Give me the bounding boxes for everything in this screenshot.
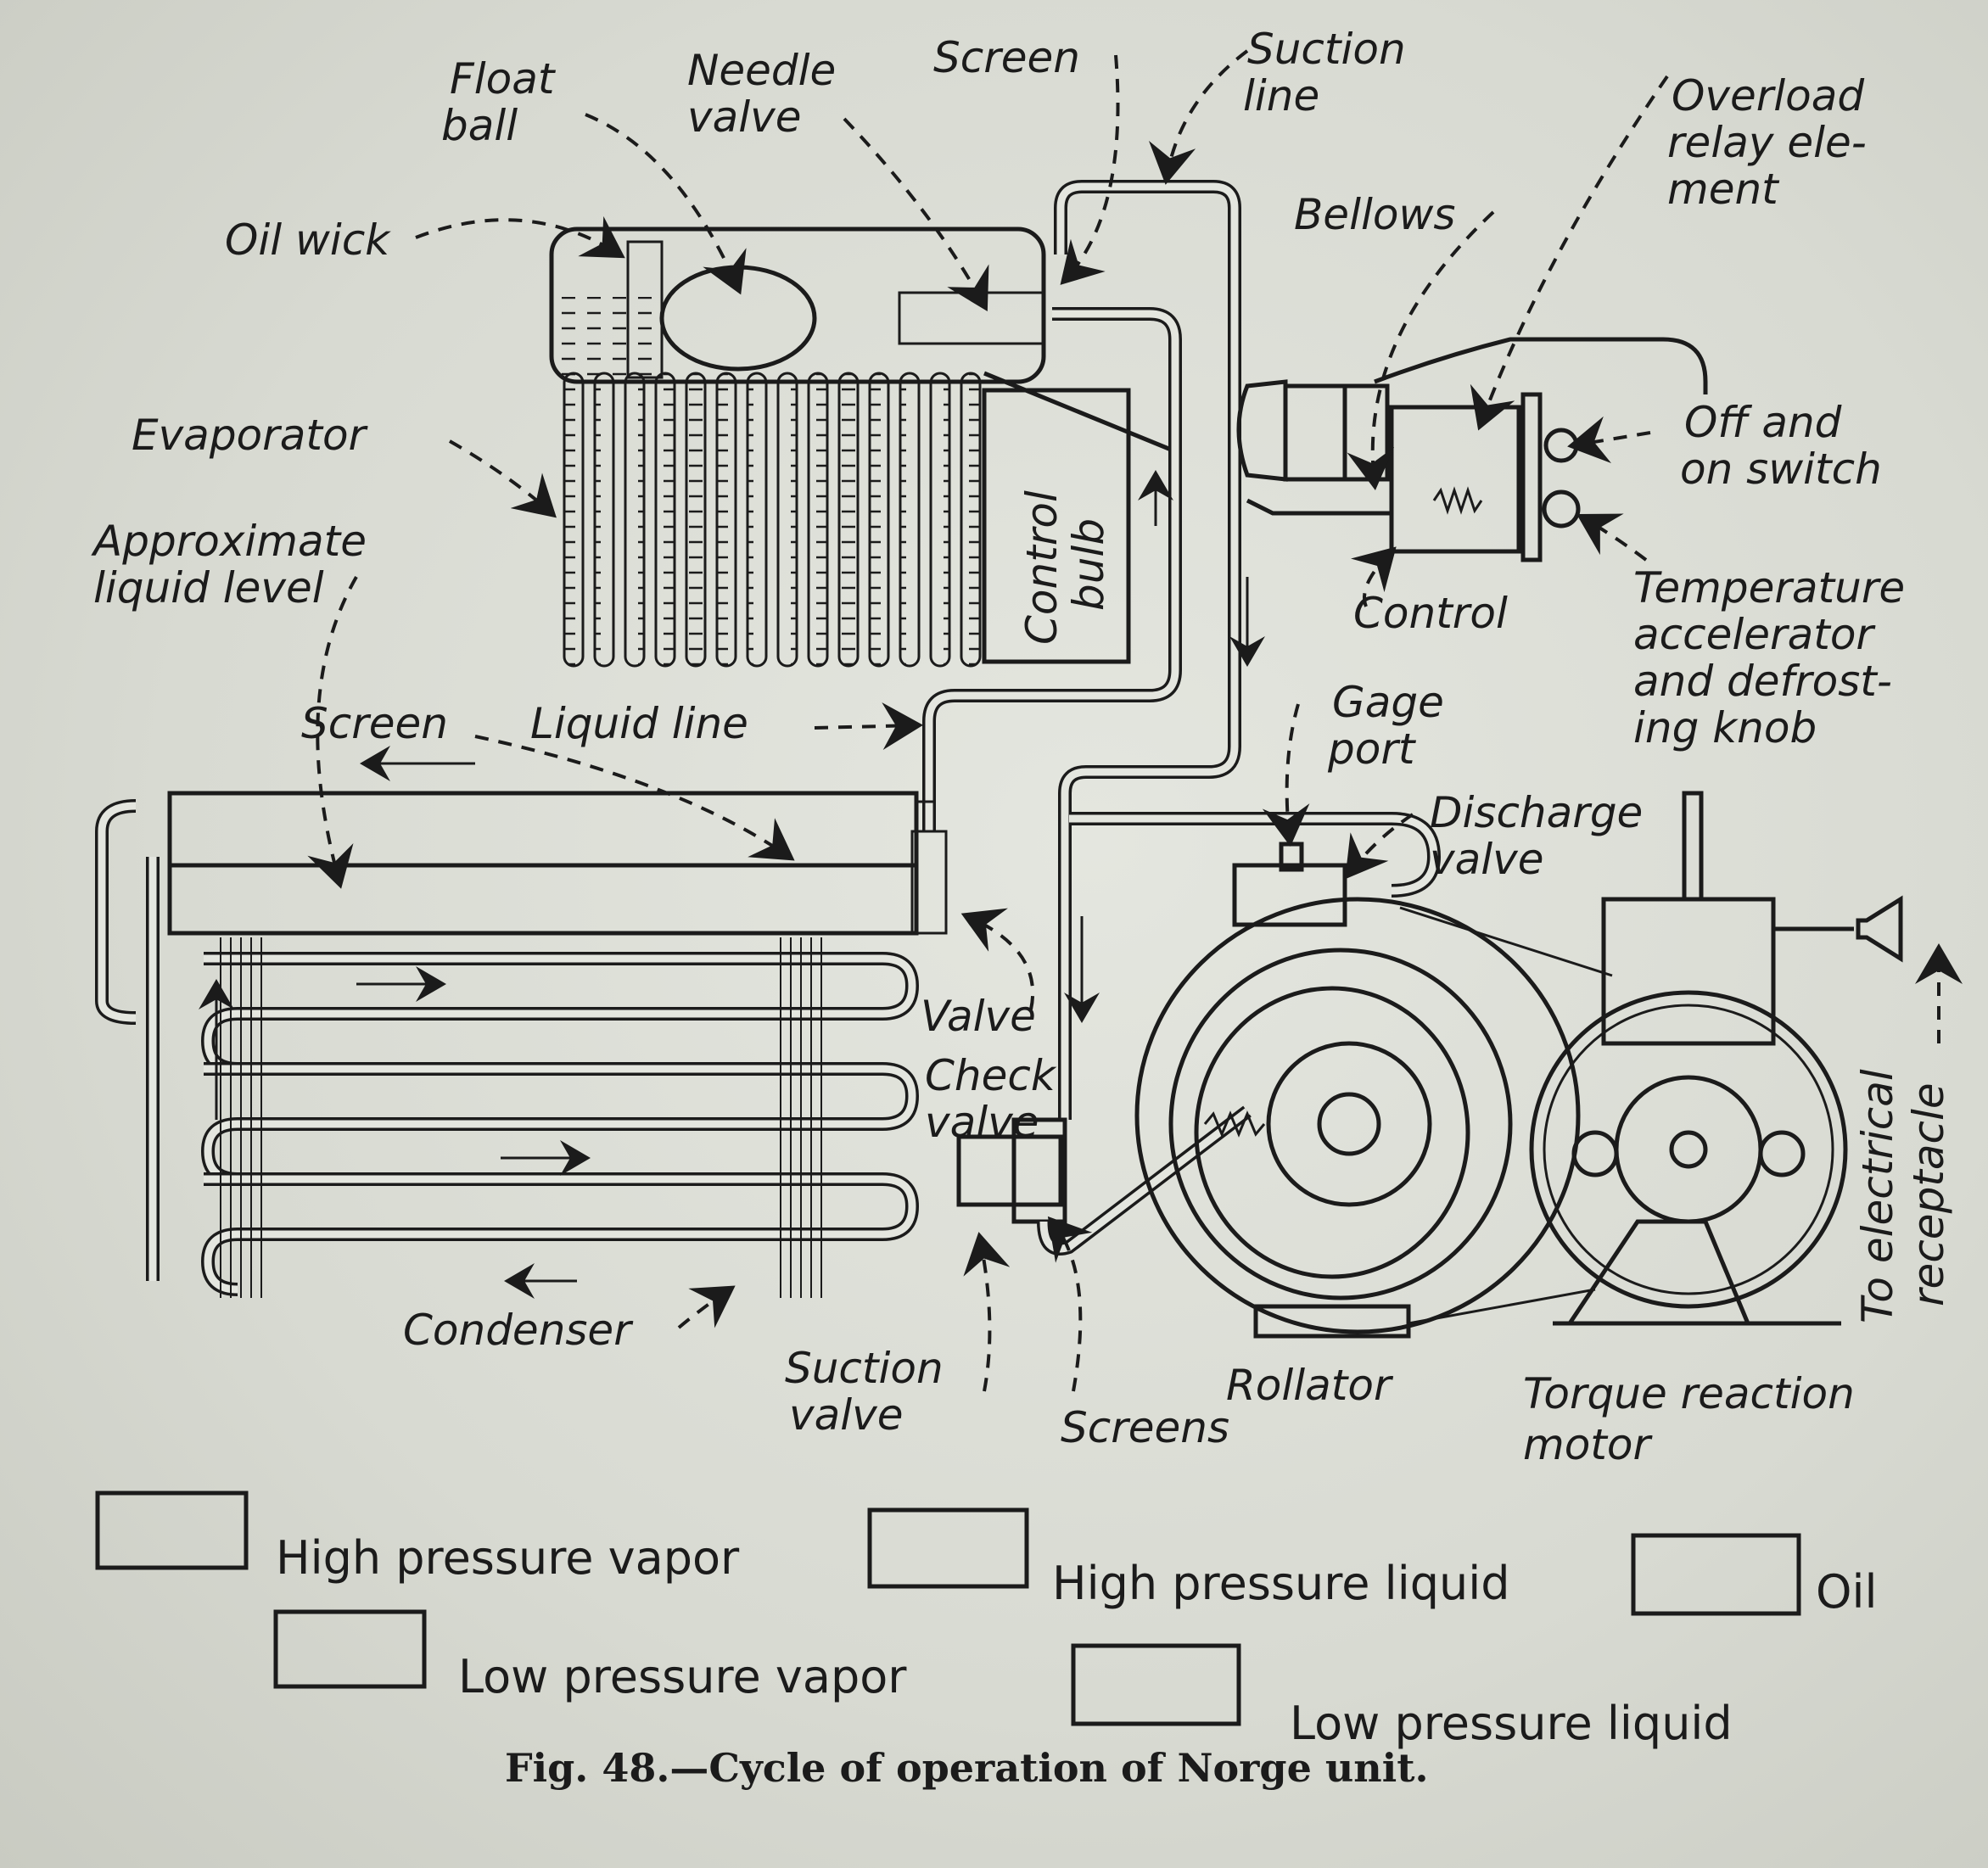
legend-label: High pressure liquid [1052, 1557, 1509, 1610]
component-labels: Float ball Needle valve Screen Suction l… [91, 25, 1953, 1469]
legend-swatch-fine-dots [95, 1490, 249, 1570]
evaporator-tube [899, 372, 921, 668]
legend-label: Oil [1816, 1565, 1878, 1619]
legend: High pressure vapor High pressure liquid… [95, 1490, 1878, 1750]
label-off-on-switch: on switch [1680, 445, 1882, 494]
label-gage-port: Gage [1332, 678, 1444, 727]
electrical-plug [1856, 895, 1903, 963]
legend-item-oil: Oil [1631, 1533, 1878, 1619]
label-suction-line: line [1243, 71, 1319, 120]
condenser-coil [204, 1062, 920, 1131]
evaporator-tube [624, 372, 646, 668]
label-gage-port: port [1327, 724, 1417, 774]
label-bellows: Bellows [1294, 190, 1455, 239]
suction-line [1054, 180, 1241, 1120]
evaporator-tube [715, 372, 737, 668]
label-torque-motor: Torque reaction [1523, 1369, 1855, 1418]
legend-item-high-pressure-liquid: High pressure liquid [867, 1507, 1509, 1610]
legend-item-low-pressure-liquid: Low pressure liquid [1071, 1643, 1733, 1750]
label-check-valve: Check [925, 1051, 1057, 1100]
label-rollator: Rollator [1226, 1361, 1394, 1410]
legend-swatch-vertical-lines [1631, 1533, 1801, 1616]
condenser-coil [204, 1172, 920, 1241]
legend-swatch-dashed-lines [1071, 1643, 1241, 1726]
label-discharge-valve: valve [1430, 835, 1543, 884]
label-discharge-valve: Discharge [1430, 788, 1643, 837]
label-control-bulb: bulb [1064, 518, 1113, 611]
label-evaporator: Evaporator [132, 411, 369, 460]
liquid-line [922, 307, 1182, 831]
label-temperature-knob: ing knob [1633, 703, 1817, 752]
label-torque-motor: motor [1523, 1420, 1653, 1469]
label-suction-valve: Suction [785, 1344, 944, 1393]
legend-swatch-circles [273, 1609, 427, 1689]
label-temperature-knob: accelerator [1633, 610, 1876, 659]
label-control: Control [1353, 589, 1508, 638]
label-valve: Valve [921, 992, 1036, 1041]
evaporator-tube [776, 372, 798, 668]
evaporator-tube [746, 372, 768, 668]
figure-caption: Fig. 48.—Cycle of operation of Norge uni… [505, 1745, 1428, 1791]
valve-body [910, 830, 948, 935]
condenser [95, 746, 948, 1299]
legend-item-low-pressure-vapor: Low pressure vapor [273, 1609, 907, 1703]
evaporator [549, 227, 1172, 668]
label-screen-left: Screen [301, 699, 448, 748]
label-temperature-knob: and defrost- [1633, 657, 1892, 706]
label-check-valve: valve [925, 1098, 1039, 1147]
condenser-coil [204, 952, 920, 1021]
label-approx-liquid-level: liquid level [93, 563, 324, 612]
evaporator-tube [807, 372, 829, 668]
evaporator-tube [929, 372, 951, 668]
label-suction-line: Suction [1247, 25, 1406, 74]
evaporator-tube [654, 372, 676, 668]
rollator [1069, 812, 1581, 1339]
label-condenser: Condenser [403, 1306, 634, 1355]
label-approx-liquid-level: Approximate [91, 517, 367, 566]
oil-wick [626, 240, 664, 379]
label-needle-valve: Needle [687, 46, 836, 95]
label-overload-relay: Overload [1672, 71, 1864, 120]
label-screens: Screens [1061, 1403, 1229, 1452]
evaporator-tube [563, 372, 585, 668]
legend-label: Low pressure vapor [458, 1650, 907, 1703]
label-overload-relay: ment [1667, 165, 1780, 214]
discharge-valve [1232, 863, 1347, 927]
label-to-electrical-receptacle: receptacle [1904, 1082, 1953, 1306]
label-float-ball: Float [450, 54, 557, 103]
label-oil-wick: Oil wick [225, 215, 391, 265]
evaporator-tube [960, 372, 982, 668]
float-ball [659, 265, 817, 372]
needle-valve [898, 291, 1045, 345]
label-to-electrical-receptacle: To electrical [1853, 1069, 1902, 1323]
label-suction-valve: valve [789, 1390, 903, 1440]
evaporator-tube [593, 372, 615, 668]
legend-label: High pressure vapor [276, 1531, 740, 1585]
label-float-ball: ball [441, 101, 518, 150]
label-liquid-line: Liquid line [530, 699, 748, 748]
torque-reaction-motor [1399, 791, 1903, 1326]
label-temperature-knob: Temperature [1633, 563, 1905, 612]
legend-item-high-pressure-vapor: High pressure vapor [95, 1490, 740, 1585]
control-assembly [1236, 337, 1708, 562]
legend-swatch-horizontal-lines [867, 1507, 1029, 1589]
label-control-bulb: Control [1017, 490, 1067, 645]
legend-label: Low pressure liquid [1290, 1697, 1733, 1750]
receiver [167, 863, 919, 936]
leader-lines [307, 49, 1963, 1392]
label-needle-valve: valve [687, 92, 801, 142]
evaporator-tube [837, 372, 860, 668]
off-on-switch-knob[interactable] [1543, 428, 1579, 463]
evaporator-tube [868, 372, 890, 668]
control-bulb-box [982, 388, 1131, 664]
temperature-knob[interactable] [1542, 489, 1581, 529]
label-off-on-switch: Off and [1684, 398, 1842, 447]
label-overload-relay: relay ele- [1667, 118, 1867, 167]
evaporator-tube [685, 372, 707, 668]
label-screen-top: Screen [933, 33, 1080, 82]
